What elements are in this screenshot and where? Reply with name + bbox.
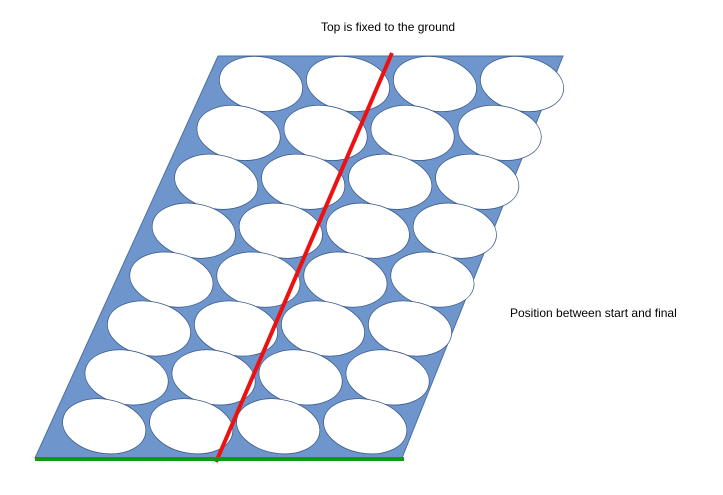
grid-cell <box>323 398 408 455</box>
grid-cell <box>236 398 321 455</box>
grid-cell <box>62 398 147 455</box>
top-fixed-label: Top is fixed to the ground <box>321 20 456 34</box>
grid-cell <box>149 398 234 455</box>
cell-grid <box>62 56 565 455</box>
shear-reference-line <box>214 52 394 463</box>
position-label: Position between start and final <box>510 306 677 320</box>
